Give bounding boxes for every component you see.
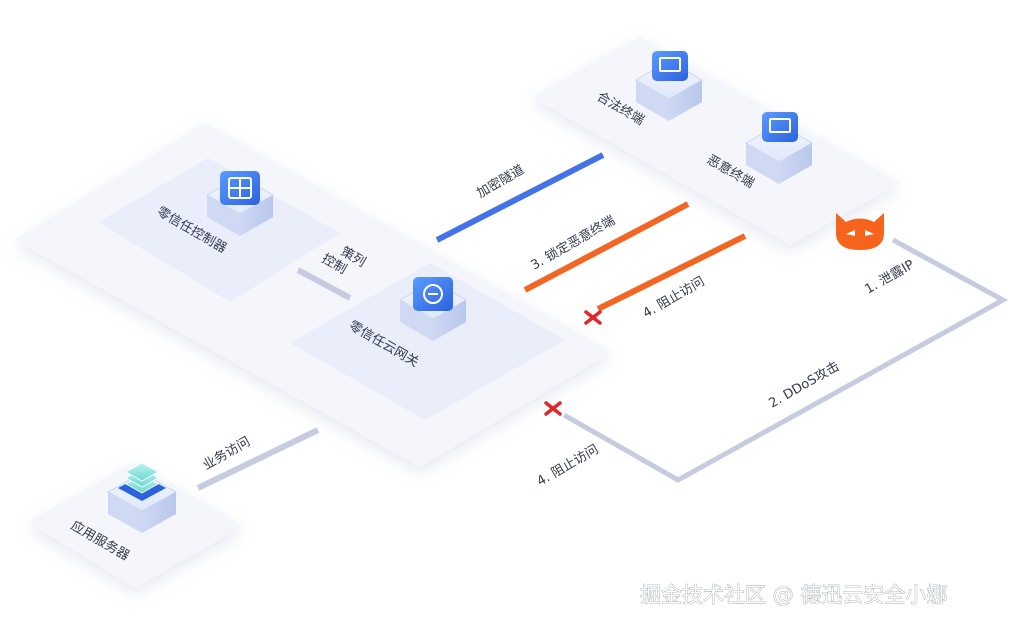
- cloud-gateway-glyph: [423, 284, 443, 304]
- terminal-screen-icon: [762, 112, 798, 142]
- lock-malicious-link: [523, 201, 690, 293]
- controller-node[interactable]: [205, 171, 275, 236]
- controller-platform: [98, 158, 340, 302]
- ddos-label: 2. DDoS攻击: [767, 359, 843, 411]
- block-mark-top: [584, 310, 602, 325]
- app-server-node[interactable]: [106, 462, 178, 533]
- grid-chip-glyph: [228, 177, 252, 199]
- gateway-platform: [290, 263, 565, 420]
- block-access-bottom-label: 4. 阻止访问: [535, 442, 602, 489]
- attacker-node: [836, 213, 884, 250]
- platforms: [15, 36, 900, 588]
- watermark: 掘金技术社区 @ 德迅云安全小娜: [640, 583, 947, 607]
- legit-terminal-node[interactable]: [634, 51, 704, 121]
- policy-control-link: [296, 267, 352, 301]
- business-access-link: [196, 427, 320, 491]
- connectors: [196, 152, 1009, 491]
- ddos-attack-path: [562, 237, 1009, 483]
- devil-face-icon: [836, 213, 884, 250]
- gateway-node[interactable]: [398, 277, 468, 341]
- malicious-terminal-node[interactable]: [744, 112, 814, 184]
- terminals-platform: [532, 36, 900, 245]
- block-mark-bottom: [544, 401, 562, 416]
- terminal-screen-icon: [652, 51, 688, 81]
- encrypted-tunnel-link: [435, 152, 605, 243]
- leak-ip-label: 1. 泄露IP: [863, 257, 918, 297]
- block-access-link: [596, 233, 747, 312]
- server-stack-icon: [125, 462, 159, 494]
